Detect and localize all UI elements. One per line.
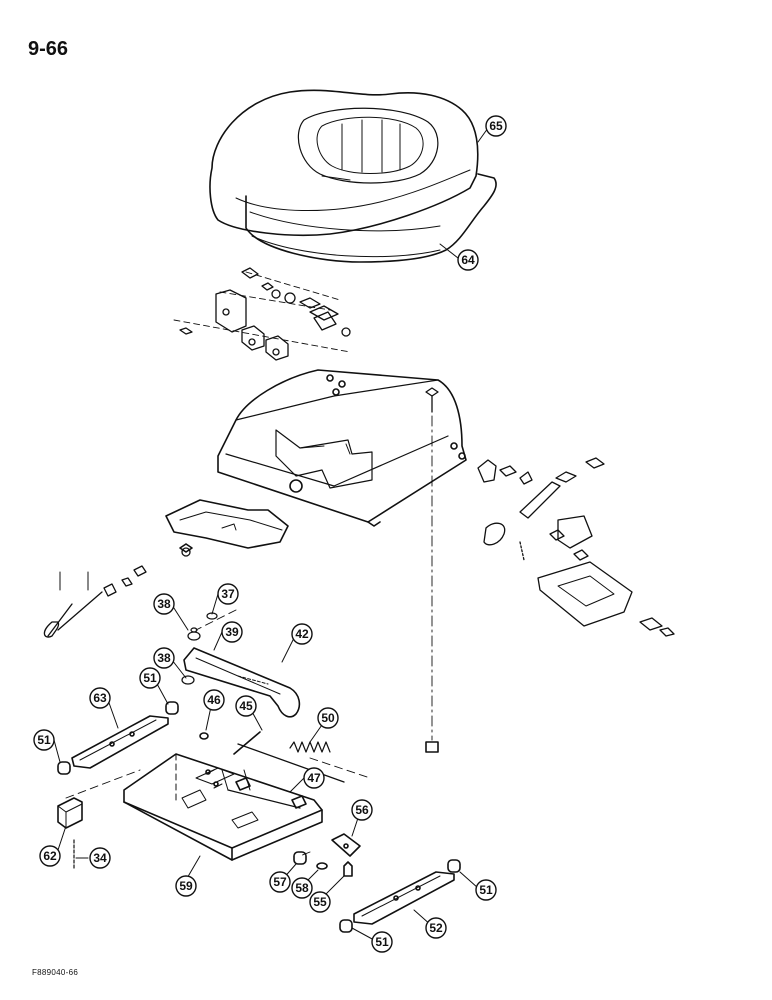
spring-rod [199,731,345,809]
callout-42: 42 [291,623,313,645]
seat-cushion [209,89,479,237]
callout-circle [309,891,331,913]
callout-37: 37 [217,583,239,605]
callout-circle [33,729,55,751]
callout-circle [221,621,243,643]
callout-circle [475,879,497,901]
callout-51: 51 [139,667,161,689]
callout-46: 46 [203,689,225,711]
callout-circle [351,799,373,821]
callout-number: 52 [429,921,443,935]
bracket [331,833,361,857]
callout-64: 64 [457,249,479,271]
washers [181,612,218,685]
callout-number: 55 [313,895,327,909]
lower-slide-left [57,701,179,775]
callout-number: 39 [225,625,239,639]
callout-number: 62 [43,849,57,863]
callout-circle [217,583,239,605]
clamp-block [57,797,83,871]
callout-circle [371,931,393,953]
callout-circle [317,707,339,729]
assembly-lines [173,271,351,353]
callout-number: 59 [179,879,193,893]
right-side-hardware [477,457,675,637]
adjusting-handle [43,547,191,638]
callout-50: 50 [317,707,339,729]
callout-65: 65 [485,115,507,137]
callout-number: 56 [355,803,369,817]
callout-circle [425,917,447,939]
callout-circle [235,695,257,717]
callout-circle [175,875,197,897]
callout-45: 45 [235,695,257,717]
callout-34: 34 [89,847,111,869]
callout-number: 42 [295,627,309,641]
callout-57: 57 [269,871,291,893]
callout-circle [89,687,111,709]
callout-62: 62 [39,845,61,867]
callout-47: 47 [303,767,325,789]
callout-circle [457,249,479,271]
callout-number: 47 [307,771,321,785]
callout-circle [291,623,313,645]
callout-51: 51 [371,931,393,953]
callout-number: 34 [93,851,107,865]
callout-59: 59 [175,875,197,897]
callout-number: 57 [273,875,287,889]
callout-circle [303,767,325,789]
seat-frame [217,369,467,527]
callout-number: 58 [295,881,309,895]
callout-number: 51 [37,733,51,747]
callout-52: 52 [425,917,447,939]
callout-circle [291,877,313,899]
callout-51: 51 [475,879,497,901]
callout-number: 51 [375,935,389,949]
callout-39: 39 [221,621,243,643]
callout-number: 64 [461,253,475,267]
callout-38: 38 [153,647,175,669]
page-number: 9-66 [28,38,69,60]
callout-circle [269,871,291,893]
callout-circle [153,593,175,615]
callout-circle [153,647,175,669]
seat-base-pan [245,173,497,263]
lower-slide-right [339,859,461,933]
callout-number: 45 [239,699,253,713]
callout-number: 38 [157,651,171,665]
callout-63: 63 [89,687,111,709]
callout-circle [89,847,111,869]
callout-circle [485,115,507,137]
callout-number: 51 [479,883,493,897]
callout-55: 55 [309,891,331,913]
callout-circle [203,689,225,711]
callout-number: 51 [143,671,157,685]
lever [183,647,301,718]
lower-nut [425,741,439,753]
callout-58: 58 [291,877,313,899]
callout-circle [139,667,161,689]
callout-number: 38 [157,597,171,611]
upper-mounting-hardware [179,267,351,361]
leader-lines [53,127,489,941]
callout-number: 46 [207,693,221,707]
callout-number: 63 [93,691,107,705]
base-plate [123,753,323,861]
callout-number: 50 [321,711,335,725]
small-hardware [293,851,353,877]
callout-circle [39,845,61,867]
slide-rail [165,499,289,553]
callout-38: 38 [153,593,175,615]
lower-assembly-lines [65,609,371,857]
callout-56: 56 [351,799,373,821]
figure-code: F889040-66 [32,968,79,977]
long-bolt [425,387,439,413]
callout-51: 51 [33,729,55,751]
callout-number: 65 [489,119,503,133]
callout-number: 37 [221,587,235,601]
